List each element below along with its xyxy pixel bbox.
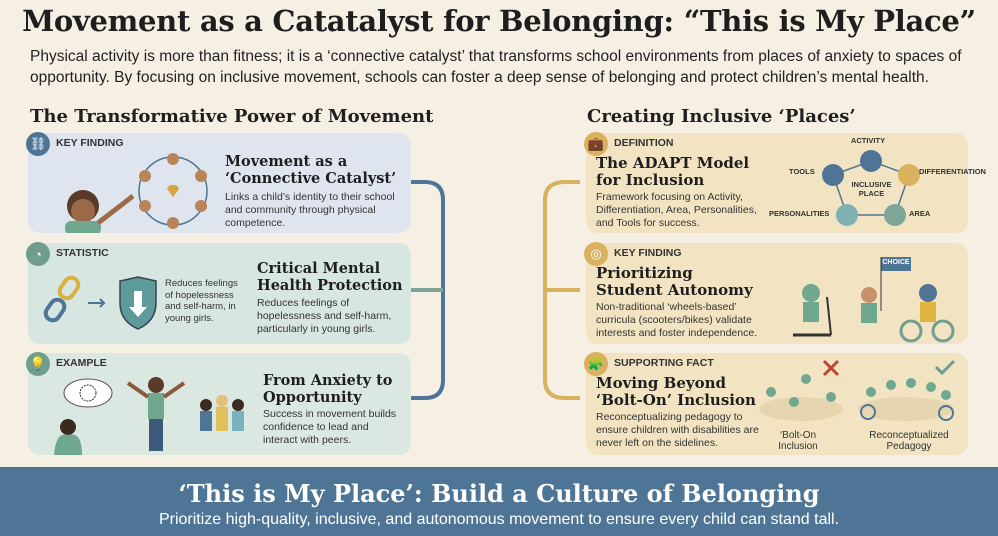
card-tag: KEY FINDING <box>614 247 682 259</box>
bottom-banner: ‘This is My Place’: Build a Culture of B… <box>0 467 998 536</box>
card-title: The ADAPT Model for Inclusion <box>596 154 750 189</box>
card-body: Non-traditional ‘wheels-based’ curricula… <box>596 301 758 339</box>
link-icon: ⛓ <box>26 132 50 156</box>
left-section-heading: The Transformative Power of Movement <box>30 106 434 127</box>
card-body: Links a child’s identity to their school… <box>225 191 395 229</box>
personalities-node <box>836 204 858 226</box>
adapt-label-personalities: PERSONALITIES <box>769 209 830 218</box>
card-mental-health: ◔ STATISTIC Reduces feelings of hopeless… <box>26 242 411 344</box>
banner-title: ‘This is My Place’: Build a Culture of B… <box>178 479 820 508</box>
page-title: Movement as a Catatalyst for Belonging: … <box>22 4 976 38</box>
briefcase-icon: 💼 <box>584 132 608 156</box>
card-tag: DEFINITION <box>614 137 674 149</box>
adapt-label-tools: TOOLS <box>789 167 815 176</box>
target-icon: ◎ <box>584 242 608 266</box>
card-bolt-on-inclusion: 🧩 SUPPORTING FACT Moving Beyond ‘Bolt-On… <box>584 352 968 455</box>
adapt-center-label: INCLUSIVE PLACE <box>851 180 892 198</box>
check-mark-icon <box>934 359 956 376</box>
card-title: Prioritizing Student Autonomy <box>596 264 753 299</box>
card-title: Movement as a ‘Connective Catalyst’ <box>225 153 397 187</box>
card-tag: SUPPORTING FACT <box>614 357 714 369</box>
activity-node <box>860 150 882 172</box>
pie-chart-icon: ◔ <box>26 242 50 266</box>
adapt-label-differentiation: DIFFERENTIATION <box>919 167 986 176</box>
reconceptualized-label: Reconceptualized Pedagogy <box>869 430 949 452</box>
wheels-children-illustration <box>793 257 955 343</box>
card-body: Framework focusing on Activity, Differen… <box>596 191 757 229</box>
inclusion-comparison-illustration <box>759 359 956 421</box>
card-title: From Anxiety to Opportunity <box>263 372 393 406</box>
card-title: Moving Beyond ‘Bolt-On’ Inclusion <box>596 374 756 409</box>
side-note: Reduces feelings of hopelessness and sel… <box>165 278 238 324</box>
banner-subtitle: Prioritize high-quality, inclusive, and … <box>158 511 840 528</box>
card-body: Success in movement builds confidence to… <box>263 408 397 446</box>
right-section-heading: Creating Inclusive ‘Places’ <box>587 106 856 127</box>
differentiation-node <box>898 164 920 186</box>
puzzle-icon: 🧩 <box>584 352 608 376</box>
card-tag: STATISTIC <box>56 247 109 259</box>
children-illustration <box>54 377 244 455</box>
card-connective-catalyst: ⛓ KEY FINDING Movement as a ‘Connective … <box>26 132 411 233</box>
card-anxiety-opportunity: 💡 EXAMPLE From Anxiety to Opportunity Su… <box>26 352 411 455</box>
card-adapt-model: 💼 DEFINITION The ADAPT Model for Inclusi… <box>584 132 986 233</box>
bolt-on-label: ‘Bolt-On Inclusion <box>778 430 818 452</box>
card-tag: KEY FINDING <box>56 137 124 149</box>
area-node <box>884 204 906 226</box>
card-body: Reduces feelings of hopelessness and sel… <box>257 297 392 335</box>
adapt-label-area: AREA <box>909 209 931 218</box>
card-student-autonomy: ◎ KEY FINDING Prioritizing Student Auton… <box>584 242 968 344</box>
choice-flag-label: CHOICE <box>882 259 910 266</box>
connector-lines <box>410 180 580 400</box>
card-tag: EXAMPLE <box>56 357 107 369</box>
x-mark-icon <box>822 359 840 377</box>
page-subtitle: Physical activity is more than fitness; … <box>30 48 962 86</box>
card-body: Reconceptualizing pedagogy to ensure chi… <box>596 411 759 449</box>
adapt-label-activity: ACTIVITY <box>850 136 886 145</box>
adapt-pentagon-diagram <box>822 150 920 226</box>
hands-circle-illustration <box>65 153 208 233</box>
card-title: Critical Mental Health Protection <box>257 260 403 294</box>
lightbulb-icon: 💡 <box>26 352 50 376</box>
broken-chain-shield-illustration <box>43 275 157 330</box>
tools-node <box>822 164 844 186</box>
